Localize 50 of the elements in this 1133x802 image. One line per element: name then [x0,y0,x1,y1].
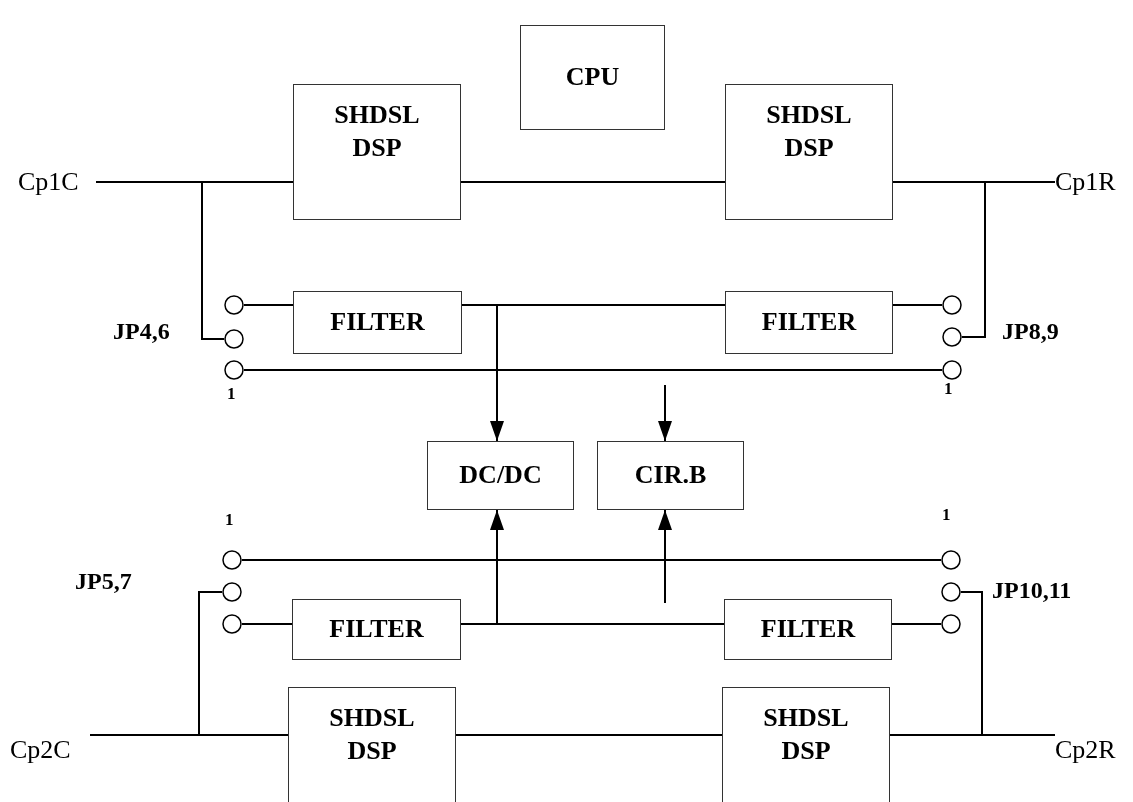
pin-number: 1 [225,510,234,530]
pin-number: 1 [227,384,236,404]
connector-line [891,623,942,625]
block-label: SHDSL DSP [765,99,853,164]
arrow [460,509,504,625]
arrow [461,304,504,442]
connector-line [89,591,223,736]
connector-line [241,559,942,561]
connector-line [960,591,1056,736]
block-label: CIR.B [634,459,707,492]
block-box [725,291,893,354]
arrow [658,509,672,604]
block-label: FILTER [330,306,425,339]
pin-number: 1 [942,505,951,525]
block-label: FILTER [761,306,857,339]
connector-line [243,304,294,306]
block-label: SHDSL DSP [762,702,850,767]
jumper-label: JP8,9 [1002,318,1059,345]
terminal-label: Cp2C [10,735,71,765]
block-box [597,441,744,510]
connector-line [892,304,943,306]
block-box [292,599,461,660]
arrow [658,384,672,442]
block-label: FILTER [760,613,856,646]
block-label: SHDSL DSP [328,702,416,767]
connector-line [241,623,293,625]
block-box [293,84,461,220]
block-label: SHDSL DSP [333,99,421,164]
block-label: DC/DC [459,459,542,492]
block-box [722,687,890,802]
block-box [724,599,892,660]
connector-line [243,369,943,371]
block-label: CPU [565,61,620,94]
connector-line [455,734,723,736]
terminal-label: Cp1C [18,167,79,197]
terminal-label: Cp2R [1055,735,1116,765]
pin-number: 1 [944,379,953,399]
terminal-label: Cp1R [1055,167,1116,197]
connector-line [95,181,225,340]
block-box [520,25,665,130]
jumper-label: JP5,7 [75,568,132,595]
block-box [288,687,456,802]
jumper-label: JP4,6 [113,318,170,345]
block-box [725,84,893,220]
jumper-label: JP10,11 [992,577,1072,604]
block-box [427,441,574,510]
block-label: FILTER [329,613,424,646]
connector-line [460,181,726,183]
connector-line [961,181,1056,338]
block-box [293,291,462,354]
